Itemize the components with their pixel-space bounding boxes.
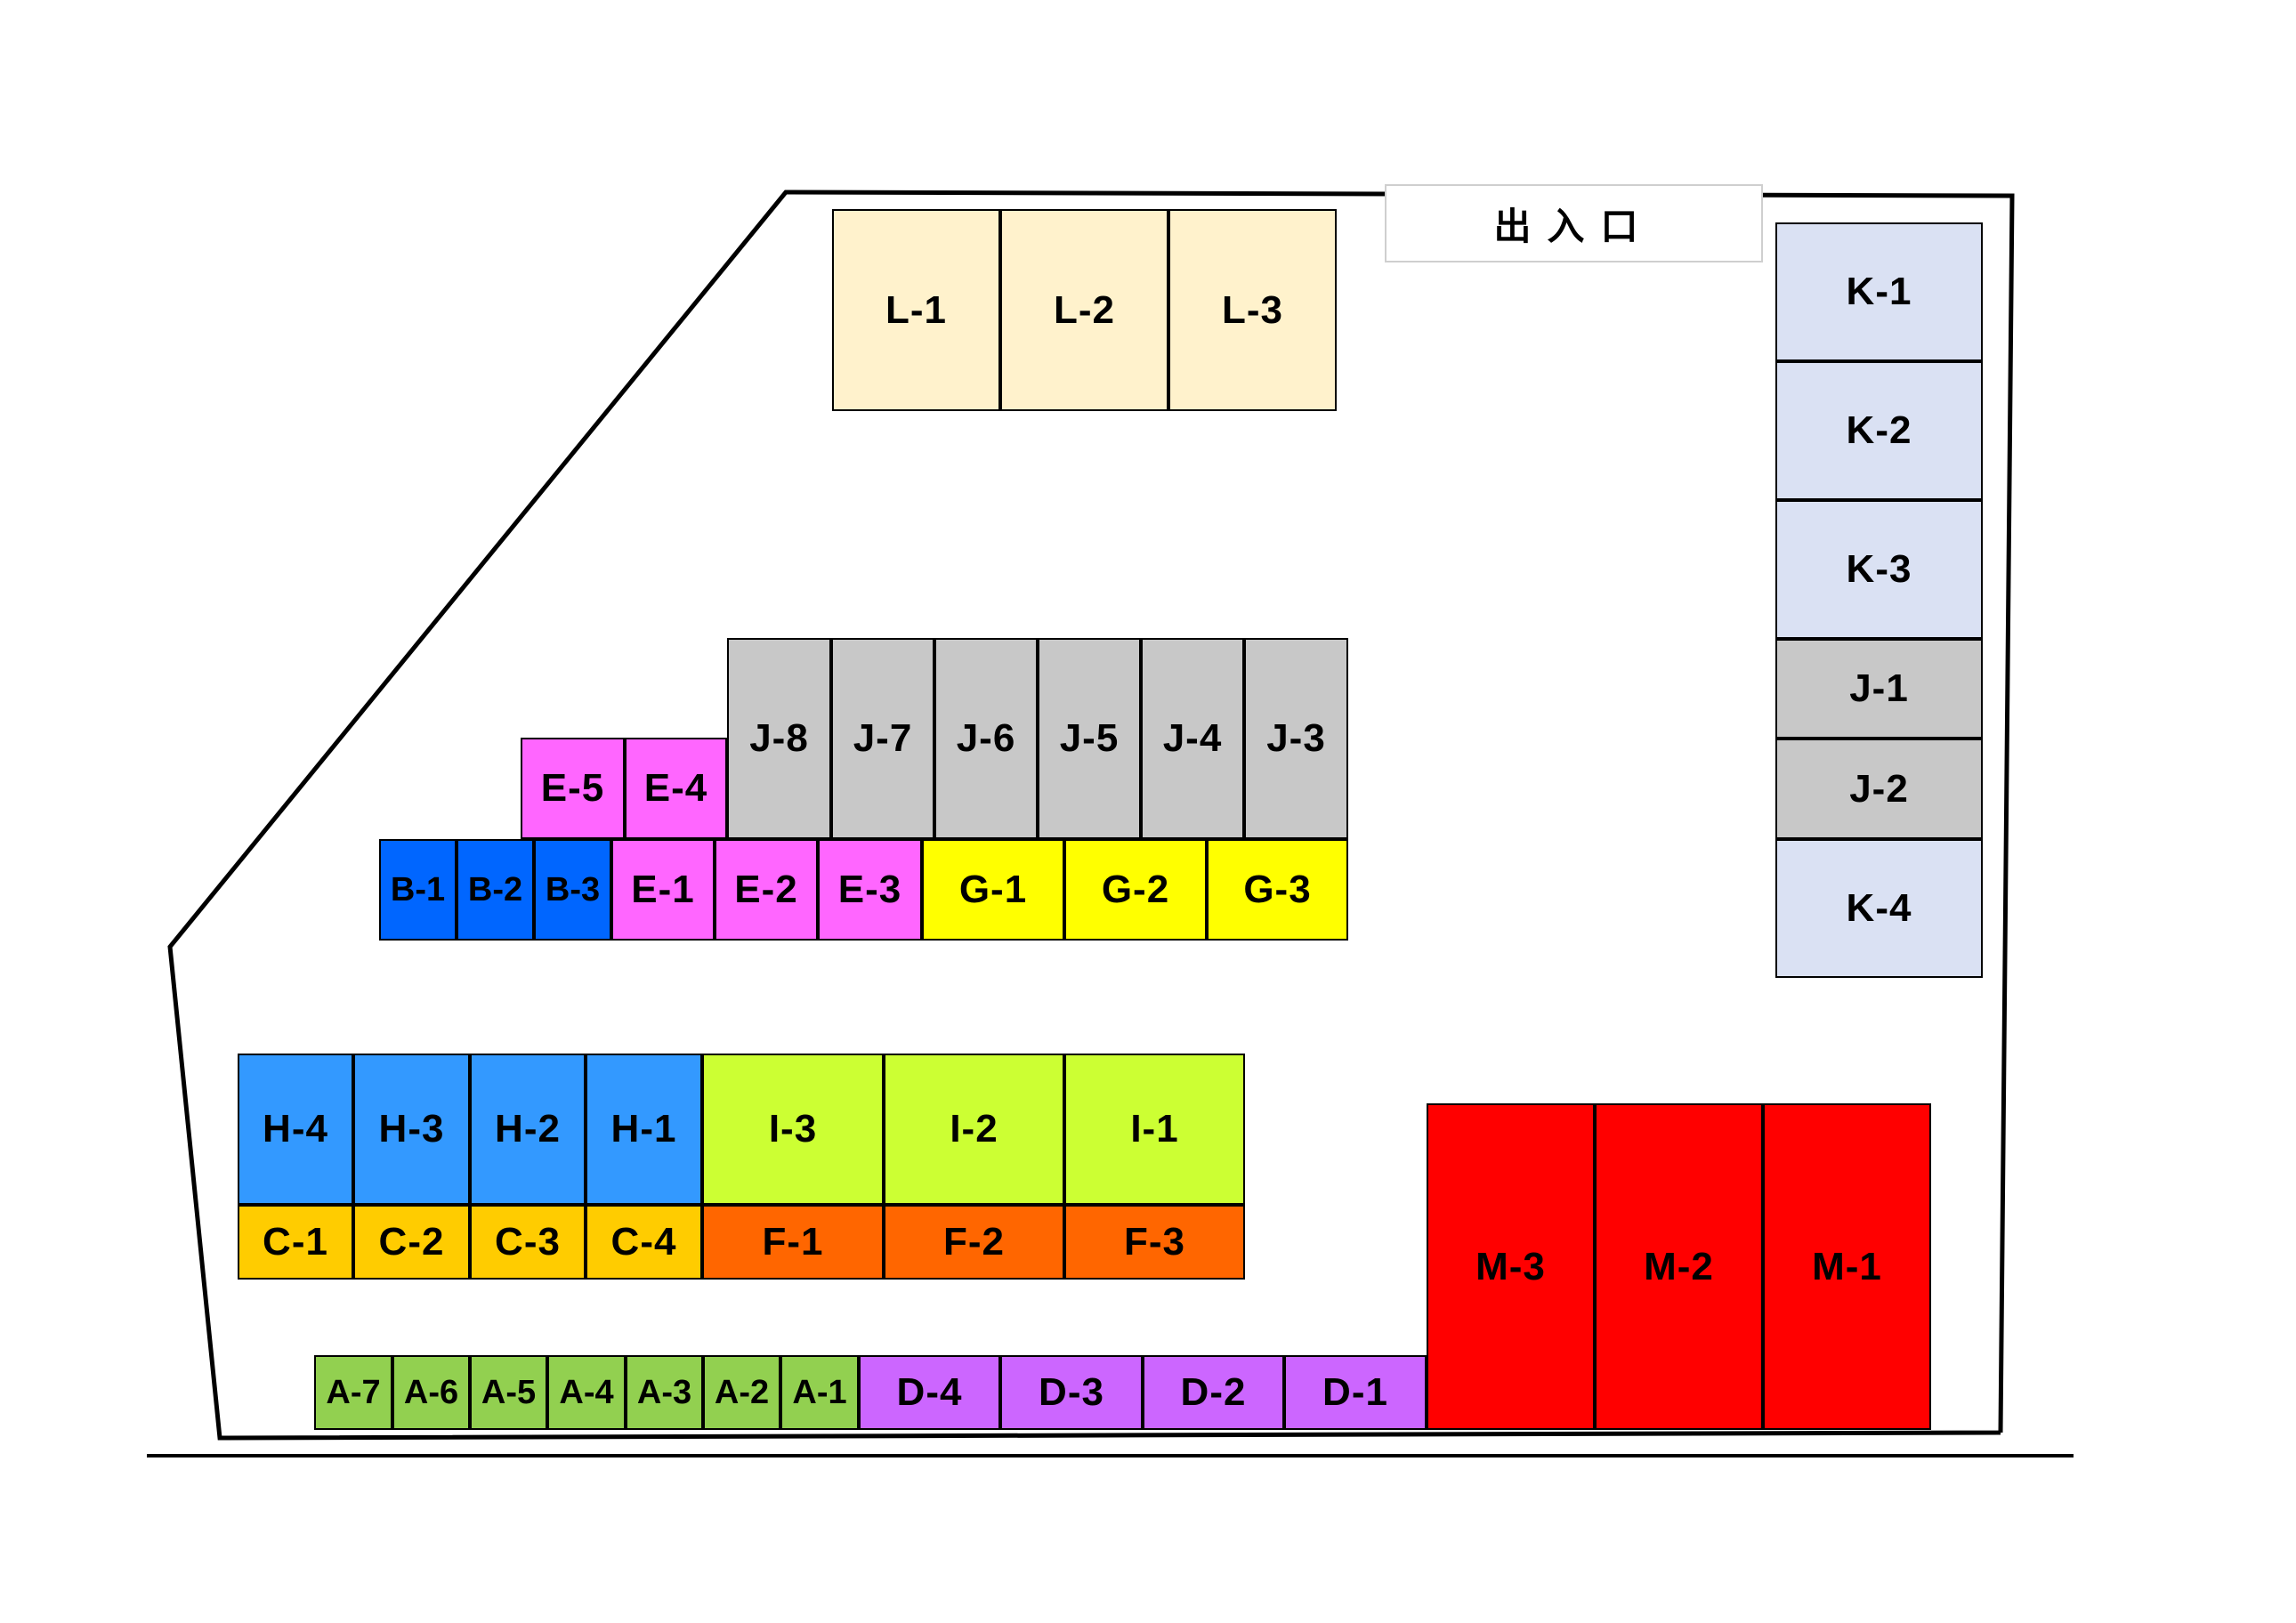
parking-space-a-3[interactable]: A-3: [626, 1355, 703, 1430]
parking-space-a-1[interactable]: A-1: [780, 1355, 859, 1430]
parking-space-g-1[interactable]: G-1: [922, 839, 1064, 941]
parking-space-f-3[interactable]: F-3: [1064, 1205, 1245, 1280]
parking-space-l-3[interactable]: L-3: [1168, 209, 1337, 411]
parking-space-j-1[interactable]: J-1: [1775, 639, 1983, 739]
parking-space-k-3[interactable]: K-3: [1775, 500, 1983, 639]
parking-space-e-4[interactable]: E-4: [625, 738, 727, 839]
parking-space-h-2[interactable]: H-2: [470, 1054, 586, 1205]
parking-space-a-4[interactable]: A-4: [547, 1355, 626, 1430]
lot-outline: [167, 190, 2015, 1441]
parking-space-j-6[interactable]: J-6: [934, 638, 1038, 839]
parking-space-e-1[interactable]: E-1: [611, 839, 715, 941]
parking-space-d-1[interactable]: D-1: [1284, 1355, 1427, 1430]
parking-space-a-6[interactable]: A-6: [392, 1355, 470, 1430]
parking-space-j-2[interactable]: J-2: [1775, 739, 1983, 839]
parking-space-i-2[interactable]: I-2: [884, 1054, 1064, 1205]
parking-space-g-2[interactable]: G-2: [1064, 839, 1207, 941]
parking-space-c-1[interactable]: C-1: [238, 1205, 353, 1280]
parking-space-c-3[interactable]: C-3: [470, 1205, 586, 1280]
parking-space-j-4[interactable]: J-4: [1141, 638, 1244, 839]
parking-space-m-2[interactable]: M-2: [1595, 1103, 1763, 1430]
parking-space-a-7[interactable]: A-7: [314, 1355, 392, 1430]
parking-space-a-2[interactable]: A-2: [703, 1355, 780, 1430]
parking-space-j-5[interactable]: J-5: [1038, 638, 1141, 839]
parking-space-h-3[interactable]: H-3: [353, 1054, 470, 1205]
parking-space-e-5[interactable]: E-5: [521, 738, 625, 839]
parking-space-j-3[interactable]: J-3: [1244, 638, 1348, 839]
parking-space-k-2[interactable]: K-2: [1775, 361, 1983, 500]
parking-space-e-2[interactable]: E-2: [715, 839, 818, 941]
parking-space-g-3[interactable]: G-3: [1207, 839, 1348, 941]
parking-space-k-1[interactable]: K-1: [1775, 222, 1983, 361]
parking-space-f-2[interactable]: F-2: [884, 1205, 1064, 1280]
parking-space-b-2[interactable]: B-2: [457, 839, 534, 941]
parking-space-l-2[interactable]: L-2: [1000, 209, 1168, 411]
parking-space-b-1[interactable]: B-1: [379, 839, 457, 941]
parking-space-j-8[interactable]: J-8: [727, 638, 831, 839]
parking-space-d-3[interactable]: D-3: [1000, 1355, 1143, 1430]
parking-space-d-2[interactable]: D-2: [1143, 1355, 1284, 1430]
parking-space-h-1[interactable]: H-1: [586, 1054, 702, 1205]
parking-space-e-3[interactable]: E-3: [818, 839, 922, 941]
parking-space-a-5[interactable]: A-5: [470, 1355, 547, 1430]
parking-space-m-3[interactable]: M-3: [1427, 1103, 1595, 1430]
parking-space-h-4[interactable]: H-4: [238, 1054, 353, 1205]
parking-space-c-2[interactable]: C-2: [353, 1205, 470, 1280]
parking-space-m-1[interactable]: M-1: [1763, 1103, 1931, 1430]
parking-space-c-4[interactable]: C-4: [586, 1205, 702, 1280]
parking-space-j-7[interactable]: J-7: [831, 638, 934, 839]
parking-space-k-4[interactable]: K-4: [1775, 839, 1983, 978]
parking-space-d-4[interactable]: D-4: [859, 1355, 1000, 1430]
parking-space-b-3[interactable]: B-3: [534, 839, 611, 941]
parking-space-i-1[interactable]: I-1: [1064, 1054, 1245, 1205]
parking-space-i-3[interactable]: I-3: [702, 1054, 884, 1205]
parking-space-f-1[interactable]: F-1: [702, 1205, 884, 1280]
parking-space-l-1[interactable]: L-1: [832, 209, 1000, 411]
entrance-label: 出入口: [1385, 184, 1763, 262]
